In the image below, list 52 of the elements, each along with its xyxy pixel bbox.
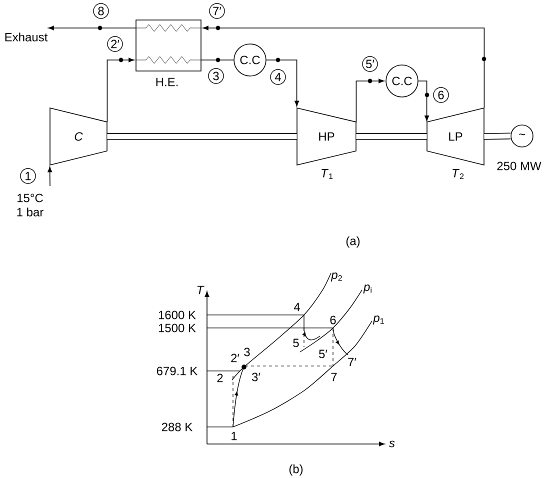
curve-label: p$_{2}$ — [330, 272, 342, 282]
callout-number: 5′ — [362, 56, 378, 72]
callout-number: 7′ — [209, 3, 225, 19]
caption: (a) — [346, 236, 360, 248]
combustion-chamber: C.C — [234, 44, 266, 76]
curve-label: p$_{i}$ — [363, 284, 372, 294]
condition-label: 1 bar — [17, 208, 44, 216]
state-label: 2′ — [231, 354, 240, 362]
flow-line — [266, 60, 300, 106]
shaft — [356, 133, 427, 140]
generator: ~ — [510, 124, 534, 148]
flow-line — [356, 78, 384, 123]
flow-line — [48, 166, 52, 186]
turbine: LP — [426, 107, 484, 166]
state-label: 3′ — [252, 372, 260, 382]
state-label: 5 — [293, 338, 299, 348]
exhaust-label: Exhaust — [5, 32, 48, 42]
flow-line — [48, 26, 136, 30]
state-label: 7 — [331, 372, 337, 382]
combustion-chamber: C.C — [386, 64, 418, 98]
heat-exchanger: H.E. — [136, 20, 202, 86]
flow-line — [202, 26, 485, 108]
temperature-label: 288 K — [162, 422, 193, 432]
node-label: H.E. — [156, 78, 178, 86]
state-label: 4 — [294, 302, 300, 312]
turbine-label: T$_{1}$ — [322, 168, 333, 180]
condition-label: 15°C — [18, 194, 43, 202]
temperature-label: 1500 K — [158, 324, 196, 332]
temperature-label: 1600 K — [158, 310, 196, 320]
flow-line — [106, 58, 134, 122]
callout-number: 1 — [20, 168, 36, 184]
power-label: 250 MW — [497, 162, 542, 170]
state-label: 6 — [330, 316, 336, 324]
caption: (b) — [289, 464, 303, 476]
flow-line — [418, 80, 430, 122]
curve-label: p$_{1}$ — [372, 316, 384, 324]
state-label: 5′ — [319, 350, 328, 358]
callout-number: 4 — [270, 69, 286, 85]
state-label: 7′ — [348, 358, 356, 366]
state-label: 3 — [244, 348, 250, 356]
axis-label: s — [389, 440, 395, 448]
state-label: 1 — [232, 432, 237, 440]
temperature-label: 679.1 K — [156, 366, 198, 376]
shaft — [107, 133, 297, 140]
shaft — [484, 132, 511, 140]
callout-number: 2′ — [107, 36, 123, 52]
axis-label: T — [197, 286, 204, 294]
callout-number: 6 — [433, 87, 449, 103]
turbine-label: T$_{2}$ — [452, 168, 464, 180]
callout-number: 8 — [93, 3, 109, 19]
callout-number: 3 — [208, 68, 224, 84]
state-label: 2 — [217, 374, 223, 382]
